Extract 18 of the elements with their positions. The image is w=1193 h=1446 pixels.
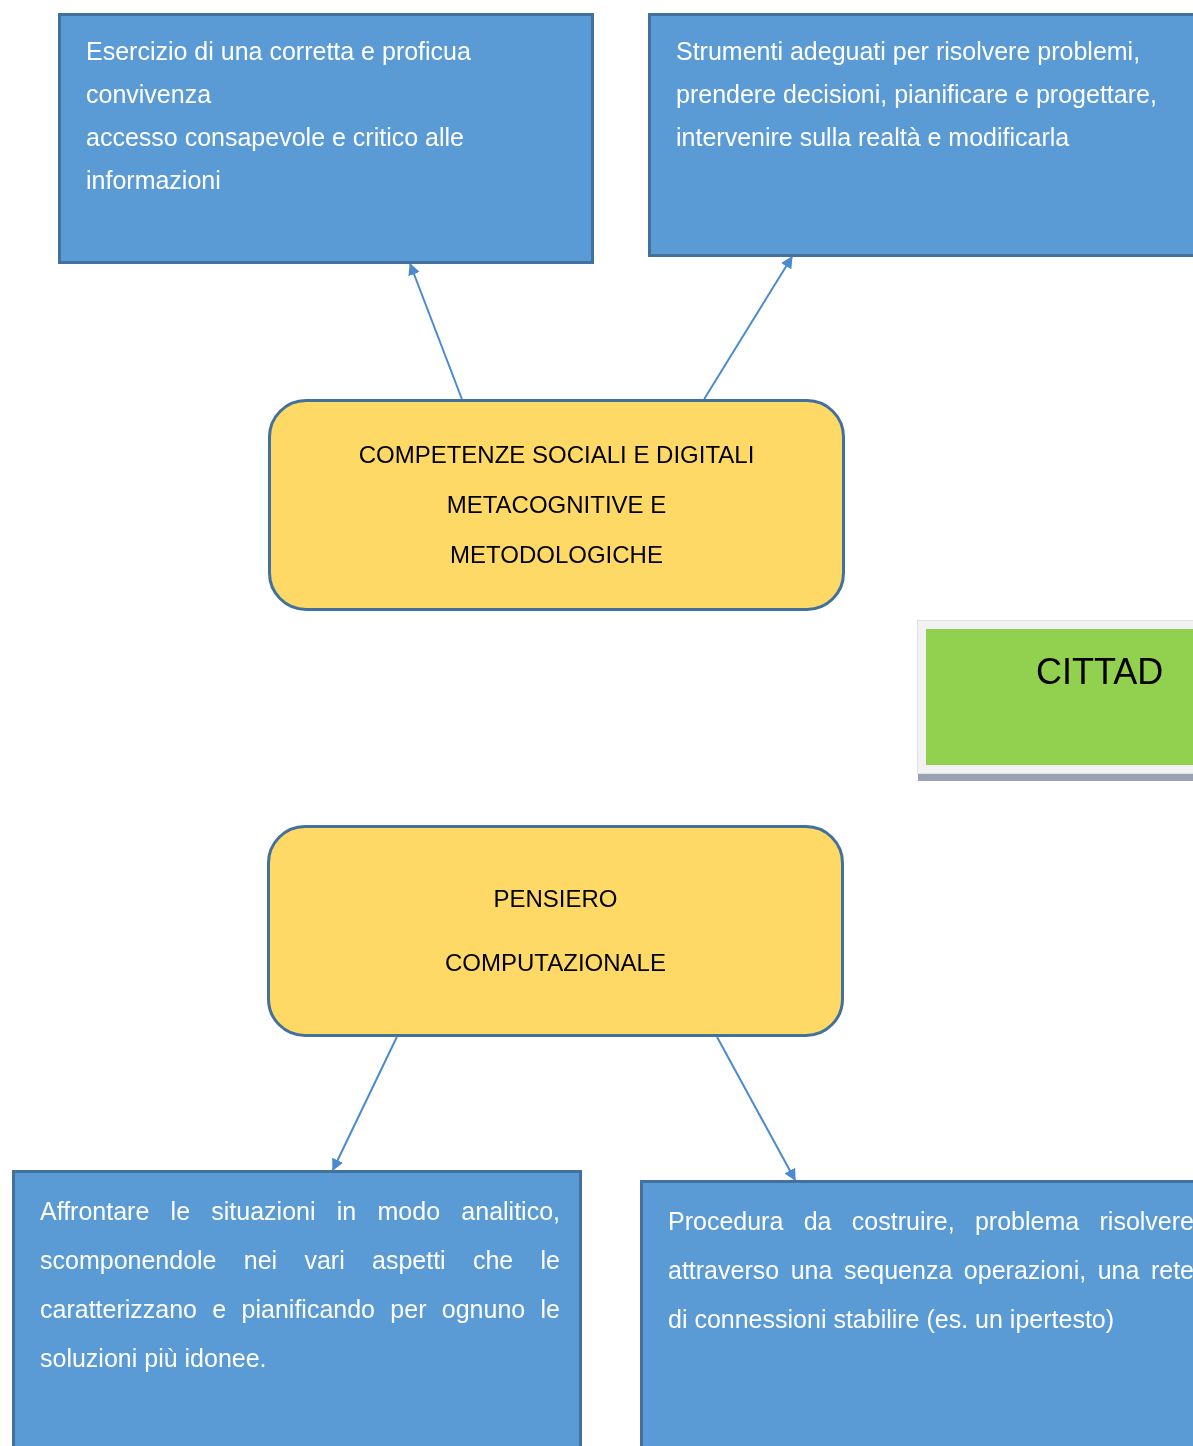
box-text: COMPETENZE SOCIALI E DIGITALI METACOGNITIVE E METODOLOGICHE [357, 440, 756, 570]
rounded-box [268, 399, 845, 611]
box-text: Procedura da costruire, problema risolvere attraverso una sequenza operazioni, una rete di connessioni stabilire (es. un ipertesto) [668, 1206, 1193, 1335]
text-box [12, 1170, 582, 1446]
text-box [640, 1180, 1193, 1446]
box-text: Affrontare le situazioni in modo analitico, scomponendole nei vari aspetti che le caratterizzano e pianificando per ognuno le soluzioni più idonee. [40, 1196, 560, 1374]
arrow [716, 1036, 797, 1182]
box-text: accesso consapevole e critico alle informazioni [86, 122, 465, 196]
rounded-box [267, 825, 844, 1037]
box-text: CITTAD [1036, 651, 1165, 693]
text-box [58, 13, 594, 264]
box-text: Strumenti adeguati per risolvere problemi, prendere decisioni, pianificare e progettare, intervenire sulla realtà e modificarla [676, 36, 1158, 153]
arrow [331, 1036, 398, 1172]
arrow [408, 262, 463, 400]
text-box [648, 13, 1193, 257]
box-text: COMPUTAZIONALE [445, 949, 666, 977]
box-text: PENSIERO [493, 885, 618, 913]
arrow [703, 256, 793, 400]
